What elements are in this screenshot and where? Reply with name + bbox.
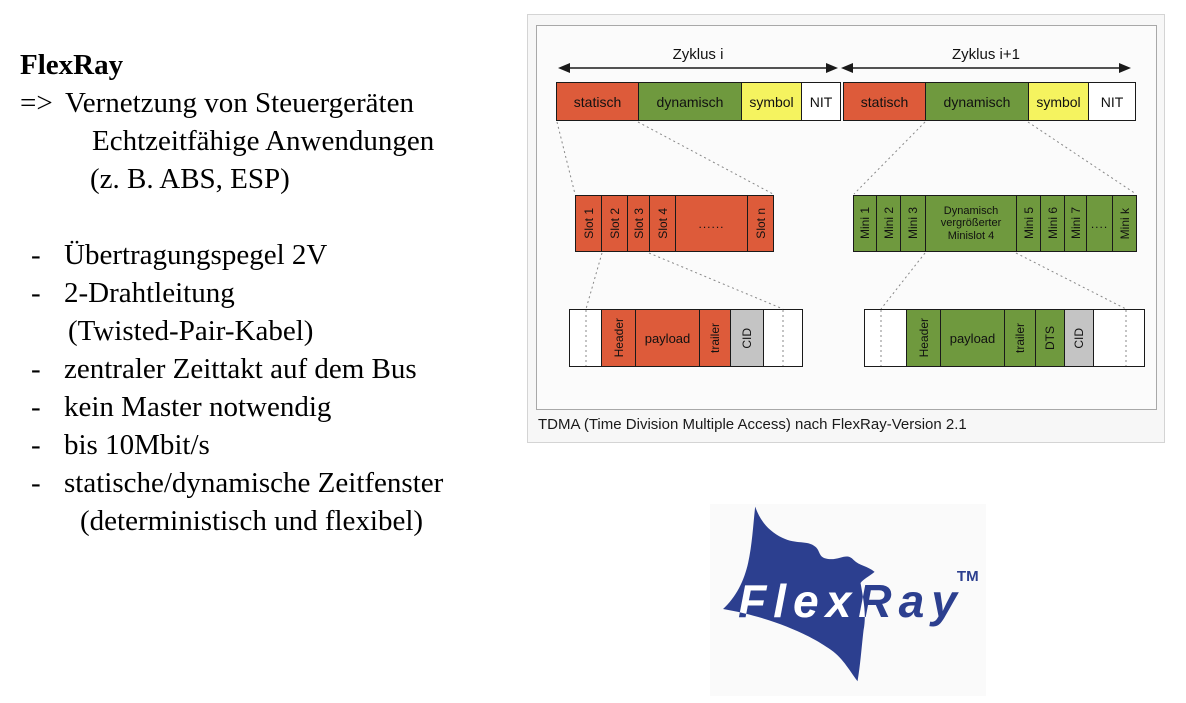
mini-label: Mini 1 xyxy=(858,207,872,240)
mini-label: Mini k xyxy=(1117,207,1132,240)
frame-header-label: Header xyxy=(611,318,626,358)
frame-cid-label: CID xyxy=(740,327,754,349)
spacer xyxy=(20,198,525,236)
intro-line: Echtzeitfähige Anwendungen xyxy=(92,125,435,157)
frame-payload-cell: payload xyxy=(636,310,700,366)
intro-line: => Vernetzung von Steuergeräten xyxy=(20,84,525,122)
bullet-item: - kein Master notwendig xyxy=(20,388,525,426)
frame-cid-cell: CID xyxy=(1065,310,1094,366)
frame-trailer-cell: trailer xyxy=(1005,310,1036,366)
flexray-logo: FlexRay FlexRay TM xyxy=(710,504,986,696)
minislot-row: Mini 1 Mini 2 Mini 3 Dynamisch vergrößer… xyxy=(853,195,1137,252)
mini-cell: Mini 5 xyxy=(1017,196,1041,251)
mini-label: Mini 3 xyxy=(906,207,920,240)
intro-text: Vernetzung von Steuergeräten xyxy=(65,87,414,119)
mini-ellipsis: .... xyxy=(1087,196,1113,251)
arrow-prefix: => xyxy=(20,87,53,119)
bullet-dash: - xyxy=(31,277,41,309)
bullet-item: - 2-Drahtleitung xyxy=(20,274,525,312)
bullet-item: - Übertragungspegel 2V xyxy=(20,236,525,274)
bullet-text: 2-Drahtleitung xyxy=(64,277,235,309)
slot-cell: Slot 2 xyxy=(602,196,628,251)
static-frame-row: Header payload trailer CID xyxy=(569,309,803,367)
bullet-item: - zentraler Zeittakt auf dem Bus xyxy=(20,350,525,388)
slot-cell: Slot 4 xyxy=(650,196,676,251)
page-title: FlexRay xyxy=(20,49,124,81)
cycle-label: Zyklus i+1 xyxy=(952,46,1020,63)
frame-header-cell: Header xyxy=(907,310,941,366)
bullet-item: - bis 10Mbit/s xyxy=(20,426,525,464)
segment-statisch: statisch xyxy=(557,83,639,120)
static-slot-row: Slot 1 Slot 2 Slot 3 Slot 4 ...... Slot … xyxy=(575,195,774,252)
frame-header-label: Header xyxy=(916,318,931,358)
frame-tail xyxy=(1094,310,1144,366)
mini-label: Mini 2 xyxy=(881,207,896,240)
frame-header-cell: Header xyxy=(602,310,636,366)
mini-label: Mini 6 xyxy=(1045,207,1060,240)
frame-trailer-cell: trailer xyxy=(700,310,731,366)
cycle-label: Zyklus i xyxy=(672,46,724,63)
bullet-text: statische/dynamische Zeitfenster xyxy=(64,467,444,499)
ray-shape xyxy=(723,506,875,682)
frame-tail xyxy=(764,310,802,366)
bullet-continuation: (deterministisch und flexibel) xyxy=(80,505,424,537)
frame-lead xyxy=(865,310,907,366)
frame-dts-cell: DTS xyxy=(1036,310,1065,366)
mini-cell: Mini 7 xyxy=(1065,196,1087,251)
bullet-text: bis 10Mbit/s xyxy=(64,429,210,461)
segment-nit: NIT xyxy=(802,83,840,120)
logo-wordmark-blue: FlexRay xyxy=(738,575,959,627)
segment-symbol: symbol xyxy=(1029,83,1089,120)
mini-cell: Mini 6 xyxy=(1041,196,1065,251)
bullet-dash: - xyxy=(31,353,41,385)
mini-cell: Mini 3 xyxy=(901,196,926,251)
slot-cell: Slot 1 xyxy=(576,196,602,251)
slot-label: Slot n xyxy=(753,208,768,239)
slot-label: Slot 2 xyxy=(607,208,622,239)
flexray-ray-graphic: FlexRay FlexRay TM xyxy=(723,506,979,682)
frame-cid-label: CID xyxy=(1072,327,1086,349)
slot-cell: Slot 3 xyxy=(628,196,650,251)
logo-tm: TM xyxy=(957,568,979,585)
slot-label: Slot 4 xyxy=(655,208,670,239)
frame-payload-cell: payload xyxy=(941,310,1005,366)
bullet-dash: - xyxy=(31,429,41,461)
segment-dynamisch: dynamisch xyxy=(926,83,1029,120)
bullet-continuation: (Twisted-Pair-Kabel) xyxy=(68,315,314,347)
mini-label: Mini 5 xyxy=(1021,207,1036,240)
slot-label: Slot 1 xyxy=(581,208,596,239)
tdma-diagram-panel: Zyklus i Zyklus i+1 statisch dynamisch s… xyxy=(527,14,1165,443)
bullet-dash: - xyxy=(31,467,41,499)
bullet-dash: - xyxy=(31,239,41,271)
slot-cell: Slot n xyxy=(748,196,773,251)
mini-label: Mini 7 xyxy=(1068,207,1083,240)
segment-statisch: statisch xyxy=(844,83,926,120)
mini-cell: Mini 1 xyxy=(854,196,877,251)
slot-ellipsis: ...... xyxy=(676,196,748,251)
frame-lead xyxy=(570,310,602,366)
frame-trailer-label: trailer xyxy=(1013,322,1027,353)
cycle-i-segments: statisch dynamisch symbol NIT xyxy=(556,82,841,121)
segment-symbol: symbol xyxy=(742,83,802,120)
intro-line: (z. B. ABS, ESP) xyxy=(90,163,290,195)
diagram-caption: TDMA (Time Division Multiple Access) nac… xyxy=(538,416,967,433)
bullet-item: - statische/dynamische Zeitfenster xyxy=(20,464,525,502)
bullet-dash: - xyxy=(31,391,41,423)
bullet-text: Übertragungspegel 2V xyxy=(64,239,328,271)
segment-nit: NIT xyxy=(1089,83,1135,120)
tdma-diagram: Zyklus i Zyklus i+1 statisch dynamisch s… xyxy=(536,25,1157,410)
frame-cid-cell: CID xyxy=(731,310,764,366)
cycle-i1-segments: statisch dynamisch symbol NIT xyxy=(843,82,1136,121)
dynamic-frame-row: Header payload trailer DTS CID xyxy=(864,309,1145,367)
frame-dts-label: DTS xyxy=(1043,326,1057,350)
bullet-text: kein Master notwendig xyxy=(64,391,332,423)
minislot-4-cell: Dynamisch vergrößerter Minislot 4 xyxy=(926,196,1017,251)
slot-label: Slot 3 xyxy=(631,208,646,239)
frame-trailer-label: trailer xyxy=(708,322,722,353)
segment-dynamisch: dynamisch xyxy=(639,83,742,120)
notes-panel: FlexRay => Vernetzung von Steuergeräten … xyxy=(20,46,525,540)
mini-cell: Mini 2 xyxy=(877,196,901,251)
bullet-text: zentraler Zeittakt auf dem Bus xyxy=(64,353,417,385)
mini-cell: Mini k xyxy=(1113,196,1136,251)
